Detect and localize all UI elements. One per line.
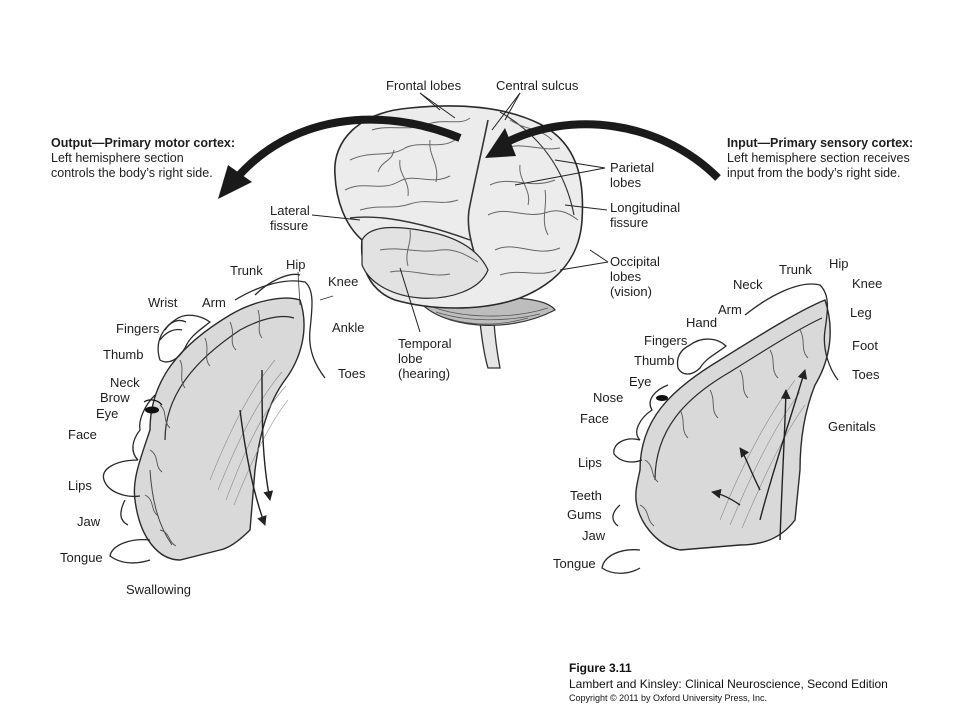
motor-label-jaw: Jaw (77, 514, 101, 529)
motor-label-arm: Arm (202, 295, 226, 310)
motor-label-trunk: Trunk (230, 263, 263, 278)
motor-label-thumb: Thumb (103, 347, 144, 362)
motor-label-fingers: Fingers (116, 321, 160, 336)
sensory-label-jaw: Jaw (582, 528, 606, 543)
sensory-label-eye: Eye (629, 374, 652, 389)
sensory-label-toes: Toes (852, 367, 880, 382)
input-line-2: input from the body’s right side. (727, 166, 901, 180)
sensory-label-neck: Neck (733, 277, 763, 292)
motor-label-ankle: Ankle (332, 320, 365, 335)
sensory-homunculus (601, 283, 839, 574)
motor-label-eye: Eye (96, 406, 119, 421)
motor-label-face: Face (68, 427, 97, 442)
sensory-label-genitals: Genitals (828, 419, 876, 434)
input-heading: Input—Primary sensory cortex: (727, 136, 914, 150)
motor-label-hip: Hip (286, 257, 306, 272)
output-line-2: controls the body’s right side. (51, 166, 213, 180)
output-line-1: Left hemisphere section (51, 151, 184, 165)
output-heading: Output—Primary motor cortex: (51, 136, 236, 150)
motor-label-neck: Neck (110, 375, 140, 390)
label-central-sulcus: Central sulcus (496, 78, 579, 93)
motor-label-wrist: Wrist (148, 295, 178, 310)
motor-label-knee: Knee (328, 274, 359, 289)
sensory-label-hand: Hand (686, 315, 718, 330)
sensory-label-arm: Arm (718, 302, 742, 317)
figure-number: Figure 3.11 (569, 661, 632, 675)
input-line-1: Left hemisphere section receives (727, 151, 910, 165)
sensory-label-face: Face (580, 411, 609, 426)
figure-caption: Figure 3.11 Lambert and Kinsley: Clinica… (569, 661, 888, 704)
sensory-label-fingers: Fingers (644, 333, 688, 348)
sensory-label-leg: Leg (850, 305, 872, 320)
sensory-label-hip: Hip (829, 256, 849, 271)
output-motor-description: Output—Primary motor cortex: Left hemisp… (51, 136, 235, 181)
input-sensory-description: Input—Primary sensory cortex: Left hemis… (727, 136, 913, 181)
sensory-label-tongue: Tongue (553, 556, 596, 571)
sensory-label-gums: Gums (567, 507, 602, 522)
sensory-label-knee: Knee (852, 276, 883, 291)
figure-source: Lambert and Kinsley: Clinical Neuroscien… (569, 677, 888, 691)
label-frontal-lobes: Frontal lobes (386, 78, 462, 93)
sensory-label-trunk: Trunk (779, 262, 812, 277)
motor-label-toes: Toes (338, 366, 366, 381)
brain-label-pointers (311, 92, 609, 333)
motor-label-lips: Lips (68, 478, 92, 493)
sensory-label-lips: Lips (578, 455, 602, 470)
motor-label-swallowing: Swallowing (126, 582, 192, 597)
brain-illustration (334, 105, 584, 369)
motor-homunculus (102, 273, 326, 564)
sensory-input-arrow (485, 120, 721, 181)
sensory-label-teeth: Teeth (570, 488, 602, 503)
motor-output-arrow (218, 115, 462, 199)
motor-label-tongue: Tongue (60, 550, 103, 565)
figure-copyright: Copyright © 2011 by Oxford University Pr… (569, 693, 768, 703)
homunculus-label-pointers (297, 271, 334, 306)
sensory-label-foot: Foot (852, 338, 879, 353)
sensory-label-thumb: Thumb (634, 353, 675, 368)
motor-label-brow: Brow (100, 390, 130, 405)
sensory-label-nose: Nose (593, 390, 624, 405)
